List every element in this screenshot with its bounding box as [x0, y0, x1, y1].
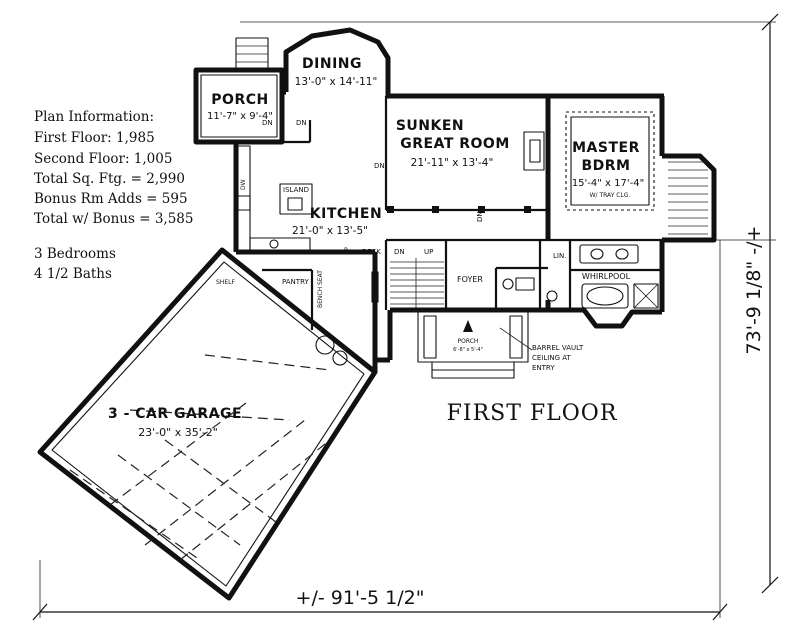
plan-info-baths: 4 1/2 Baths — [34, 266, 112, 282]
front-porch-name: PORCH — [458, 338, 479, 345]
pantry: PANTRY SHELF BENCH SEAT P — [216, 247, 379, 330]
stair-hall: DESK DN UP — [362, 248, 444, 308]
dining: DINING 13'-0" x 14'-11" DN — [295, 56, 378, 127]
great-room: SUNKEN GREAT ROOM 21'-11" x 13'-4" DN — [374, 118, 545, 171]
side-porch: PORCH 11'-7" x 9'-4" DN — [193, 37, 285, 145]
great-room-dims: 21'-11" x 13'-4" — [411, 157, 494, 169]
plan-info-total: Total Sq. Ftg. = 2,990 — [34, 171, 185, 187]
plan-info-heading: Plan Information: — [34, 109, 154, 125]
master-note: W/ TRAY CLG. — [590, 192, 631, 199]
master-bath: WHIRLPOOL LIN. — [546, 244, 659, 309]
master-name-2: BDRM — [581, 158, 630, 174]
lin-label: LIN. — [553, 252, 566, 260]
overall-dimensions: +/- 91'-5 1/2" 73'-9 1/8" -/+ — [32, 13, 779, 621]
dining-bay-wall — [283, 27, 391, 96]
plan-info-first-floor: First Floor: 1,985 — [34, 130, 155, 146]
garage-wall — [37, 247, 378, 601]
garage-name: 3 - CAR GARAGE — [108, 406, 242, 422]
ceiling-at-label: CEILING AT — [532, 354, 571, 362]
great-room-name-2: GREAT ROOM — [400, 136, 510, 152]
plan-info-second-floor: Second Floor: 1,005 — [34, 151, 172, 167]
porch-name: PORCH — [211, 92, 268, 108]
house-walls — [233, 27, 717, 372]
porch-dn-label: DN — [262, 119, 273, 127]
plan-info: Plan Information: First Floor: 1,985 Sec… — [34, 109, 193, 282]
kitchen-dn-label: DN — [476, 211, 484, 222]
garage-dims: 23'-0" x 35'-2" — [138, 426, 218, 439]
porch-dims: 11'-7" x 9'-4" — [207, 111, 273, 122]
bench-seat-label: BENCH SEAT — [317, 270, 324, 308]
shelf-label: SHELF — [216, 279, 235, 286]
stair-up-label: UP — [424, 248, 433, 256]
plan-info-total-bonus: Total w/ Bonus = 3,585 — [34, 211, 193, 227]
whirlpool-label: WHIRLPOOL — [582, 272, 631, 281]
kitchen: ISLAND KITCHEN 21'-0" x 13'-5" DW DN — [237, 145, 484, 251]
great-dn-label: DN — [374, 162, 385, 170]
plan-info-bedrooms: 3 Bedrooms — [34, 246, 116, 262]
island — [279, 183, 313, 215]
stair-dn-label: DN — [394, 248, 405, 256]
pantry-p-label: P — [344, 247, 348, 254]
plan-info-bonus: Bonus Rm Adds = 595 — [34, 191, 188, 207]
tray-ceiling-outline — [565, 111, 655, 211]
width-dimension-label: +/- 91'-5 1/2" — [296, 587, 425, 609]
entry-label: ENTRY — [532, 364, 555, 372]
desk-label: DESK — [362, 248, 381, 256]
foyer: FOYER — [457, 275, 535, 291]
front-porch: PORCH 6'-8" x 5'-4" BARREL VAULT CEILING… — [417, 311, 584, 379]
depth-tick-bottom — [761, 576, 779, 594]
front-porch-dims: 6'-8" x 5'-4" — [453, 347, 483, 353]
master-dims: 15'-4" x 17'-4" — [572, 178, 644, 189]
kitchen-dims: 21'-0" x 13'-5" — [292, 225, 368, 237]
depth-dimension-label: 73'-9 1/8" -/+ — [743, 226, 765, 355]
floor-title: FIRST FLOOR — [447, 401, 618, 426]
foyer-label: FOYER — [457, 275, 483, 284]
pantry-label: PANTRY — [282, 278, 309, 286]
front-porch-outline — [417, 311, 529, 363]
garage: 3 - CAR GARAGE 23'-0" x 35'-2" — [37, 247, 378, 601]
dining-name: DINING — [302, 56, 362, 72]
kitchen-name: KITCHEN — [310, 206, 382, 222]
dining-dn-label: DN — [296, 119, 307, 127]
great-room-name-1: SUNKEN — [396, 118, 464, 134]
master-name-1: MASTER — [572, 140, 640, 156]
barrel-vault-label: BARREL VAULT — [532, 344, 584, 352]
master-bedroom: MASTER BDRM 15'-4" x 17'-4" W/ TRAY CLG. — [565, 111, 708, 235]
island-label: ISLAND — [283, 186, 309, 194]
dining-dims: 13'-0" x 14'-11" — [295, 76, 378, 88]
dw-label: DW — [240, 179, 247, 190]
